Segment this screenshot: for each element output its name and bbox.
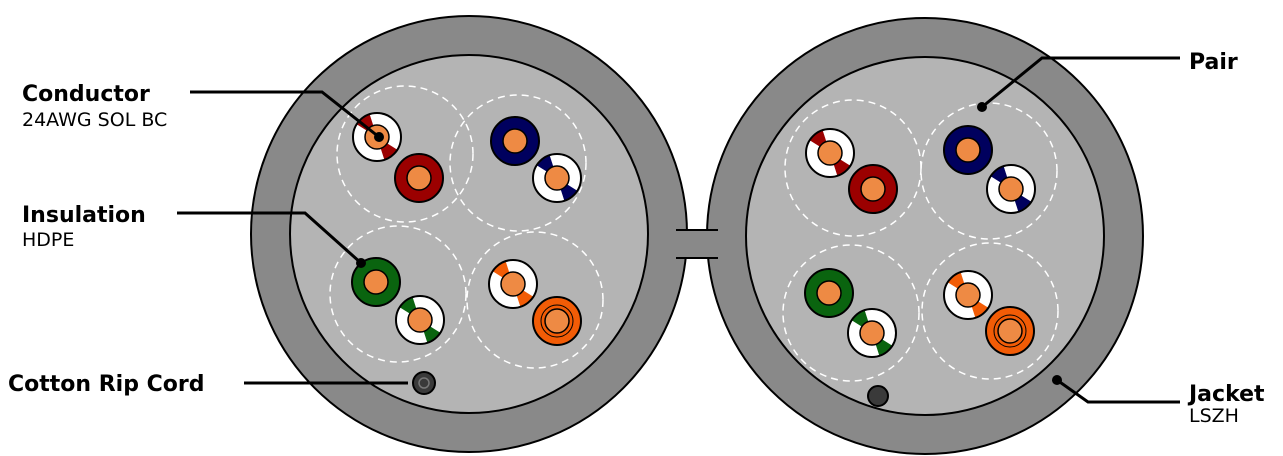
wire-right-blue xyxy=(943,125,993,175)
label-jacket-spec: LSZH xyxy=(1189,405,1239,427)
wire-left-brown xyxy=(394,153,444,203)
wire-left-blue xyxy=(490,116,540,166)
leader-lines xyxy=(177,56,1180,404)
label-jacket: Jacket xyxy=(1187,382,1265,407)
jacket-bridge xyxy=(670,230,720,258)
wire-right-white-green xyxy=(847,308,897,358)
wire-right-white-blue xyxy=(986,164,1036,214)
wire-left-white-green xyxy=(395,295,445,345)
conductor-leader xyxy=(190,90,380,139)
insulation-leader xyxy=(177,211,362,265)
wire-left-orange xyxy=(532,296,582,346)
pair-dot xyxy=(977,102,987,112)
label-pair: Pair xyxy=(1189,50,1238,75)
label-conductor-spec: 24AWG SOL BC xyxy=(22,109,167,131)
wire-right-white-orange xyxy=(943,270,993,320)
core-right xyxy=(745,56,1105,416)
pair-right-blue xyxy=(920,102,1058,240)
pair-leader xyxy=(981,56,1180,109)
wire-left-white-orange xyxy=(488,259,538,309)
label-insulation-spec: HDPE xyxy=(22,229,74,251)
pair-left-green xyxy=(329,225,467,363)
pair-right-brown xyxy=(784,99,922,237)
label-conductor: Conductor xyxy=(22,82,150,107)
rip-cord-right xyxy=(867,385,889,407)
jacket-leader xyxy=(1056,378,1180,404)
conductor-dot xyxy=(374,132,384,142)
pair-left-blue xyxy=(449,94,587,232)
pairs-layer xyxy=(329,85,1059,382)
jacket-dot xyxy=(1052,375,1062,385)
wire-left-white-blue xyxy=(532,153,582,203)
wire-left-green xyxy=(351,257,401,307)
label-rip-cord: Cotton Rip Cord xyxy=(8,372,204,397)
wire-right-white-brown xyxy=(805,128,855,178)
rip-cord-left xyxy=(412,371,436,395)
pair-left-orange xyxy=(466,231,604,369)
insulation-dot xyxy=(356,258,366,268)
leader-dots xyxy=(356,102,1062,385)
pair-right-green xyxy=(782,244,920,382)
label-insulation: Insulation xyxy=(22,203,146,228)
wire-right-orange xyxy=(985,306,1035,356)
pair-right-orange xyxy=(921,242,1059,380)
wire-right-green xyxy=(804,268,854,318)
wire-right-brown xyxy=(848,164,898,214)
